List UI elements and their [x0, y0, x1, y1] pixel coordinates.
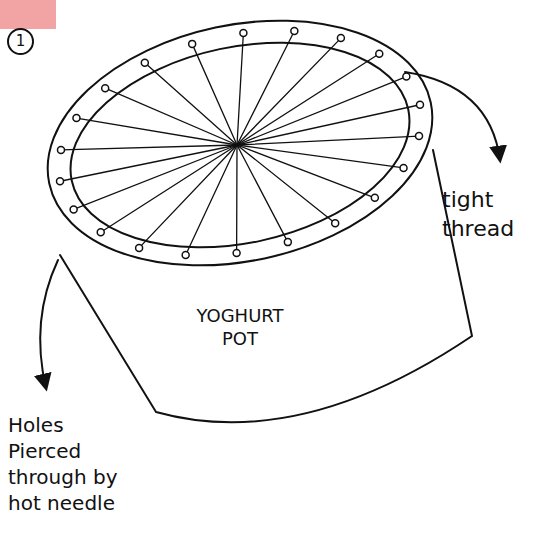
- thread-line: [237, 54, 379, 145]
- hole: [337, 35, 344, 42]
- thread-line: [237, 145, 335, 223]
- hole: [284, 239, 291, 246]
- thread-line: [139, 145, 237, 248]
- thread-line: [237, 145, 375, 198]
- pot-label: YOGHURT POT: [180, 304, 300, 351]
- thread-line: [192, 44, 237, 145]
- thread-line: [74, 145, 237, 209]
- thread-line: [61, 145, 237, 150]
- thread-line: [237, 77, 406, 145]
- leader-arrow: [405, 72, 500, 160]
- hole: [141, 59, 148, 66]
- pot-rim-inner: [51, 13, 428, 276]
- hole: [403, 73, 410, 80]
- hole: [57, 178, 64, 185]
- corner-tab: [0, 0, 56, 29]
- callout-circle: 1: [7, 28, 34, 55]
- callout-number: 1: [16, 34, 26, 49]
- hole: [233, 250, 240, 257]
- thread-line: [76, 118, 237, 145]
- thread-line: [101, 145, 237, 232]
- thread-line: [237, 145, 288, 242]
- thread-line: [145, 63, 237, 145]
- hole: [136, 244, 143, 251]
- hole: [97, 229, 104, 236]
- thread-line: [237, 38, 341, 145]
- hole: [189, 40, 196, 47]
- pot-rim-outer: [25, 0, 456, 299]
- hole: [371, 194, 378, 201]
- thread-line: [105, 88, 237, 145]
- thread-line: [60, 145, 237, 181]
- hole: [57, 146, 64, 153]
- hole: [400, 164, 407, 171]
- hole: [182, 251, 189, 258]
- thread-line: [237, 105, 420, 145]
- thread-line: [236, 145, 238, 253]
- hole: [73, 115, 80, 122]
- thread-line: [237, 136, 419, 145]
- callout-label: Holes Pierced through by hot needle: [8, 412, 140, 516]
- hole: [376, 50, 383, 57]
- hole: [102, 85, 109, 92]
- hole: [291, 28, 298, 35]
- hole: [332, 220, 339, 227]
- thread-line: [237, 33, 243, 145]
- callout-label: tight thread: [442, 186, 542, 243]
- hole: [416, 101, 423, 108]
- thread-line: [237, 31, 294, 145]
- leader-arrow: [40, 260, 58, 388]
- hole: [240, 29, 247, 36]
- hole: [70, 206, 77, 213]
- hole: [416, 133, 423, 140]
